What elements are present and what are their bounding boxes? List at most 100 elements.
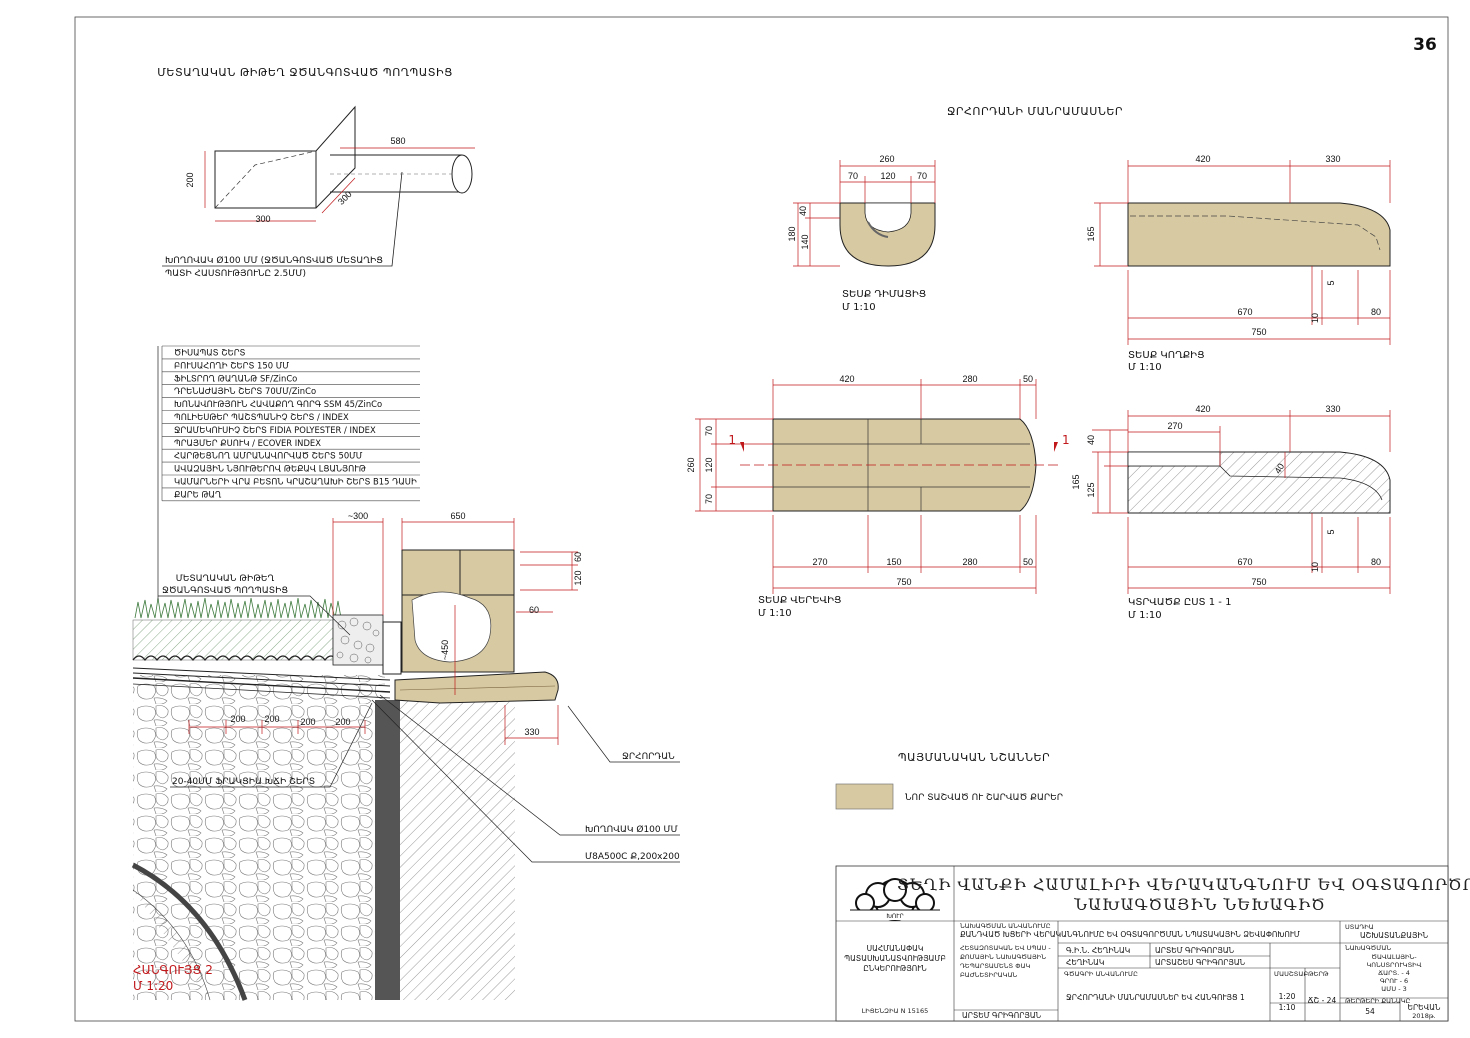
label-beam: Մ8A500C Ք,200x200 bbox=[585, 852, 680, 862]
name2: ԱՐՏԱՇԵՍ ԳՐԻԳՈՐՅԱՆ bbox=[1155, 958, 1246, 967]
layer-item: ՖԻԼՏՐՈՂ ԹԱՂԱՆԹ SF/ZinCo bbox=[174, 373, 297, 383]
sheet-no: ՃՇ - 24 bbox=[1308, 996, 1337, 1005]
cut-mark-left: 1 bbox=[728, 433, 736, 447]
gutter-top-view: 1 1 420 280 50 260 70 120 70 270 150 280… bbox=[686, 374, 1070, 619]
top-scale: Մ 1:10 bbox=[758, 608, 792, 619]
count: 54 bbox=[1365, 1007, 1375, 1016]
section-node-2: ~300 650 120 60 60 ~450 200 200 200 200 … bbox=[131, 346, 680, 1001]
org-line3: ԸՆԿԵՐՈՒԹՅՈՒՆ bbox=[863, 964, 927, 973]
gutter-section-1-1: 420 330 270 40 165 125 40 5 670 10 80 75… bbox=[1071, 404, 1391, 621]
role1: Գ.Ի.Ն. ՀԵՂԻՆԱԿ bbox=[1066, 946, 1130, 955]
cut-dim-a: 420 bbox=[1195, 404, 1210, 414]
org-line2: ՊԱՏԱՍԽԱՆԱՏՎՈՒԹՅԱՄԲ bbox=[844, 954, 946, 963]
top-dim-a: 420 bbox=[839, 374, 854, 384]
label-metal-line1: ՄԵՏԱՂԱԿԱՆ ԹԻԹԵՂ bbox=[176, 574, 275, 584]
page-number: 36 bbox=[1413, 35, 1437, 55]
cut-dim-h165: 165 bbox=[1071, 474, 1081, 489]
cut-dim-10: 10 bbox=[1310, 562, 1320, 572]
top-dim-150: 150 bbox=[886, 557, 901, 567]
layer-legend-table: ԾԻՍԱՊԱՏ ՇԵՐՏ ԲՈՒՍԱՀՈՂԻ ՇԵՐՏ 150 ՄՄ ՖԻԼՏՐՈՂ… bbox=[161, 345, 420, 502]
layer-item: ՔԱՐԵ ԹԱՂ bbox=[174, 489, 222, 499]
stage-block-2: ԿՈՆՍՏՐՈՒԿՏԻՎ bbox=[1366, 961, 1421, 969]
front-dim-b: 120 bbox=[880, 171, 895, 181]
layer-item: ԾԻՍԱՊԱՏ ՇԵՐՏ bbox=[174, 348, 246, 358]
cut-dim-80: 80 bbox=[1371, 557, 1381, 567]
project-line2: ՆԱԽԱԳԾԱՅԻՆ ՆԵԽԱԳԻԾ bbox=[1073, 895, 1325, 914]
client-line1: ՀԵՏԱԶՈՏԱԿԱՆ ԵՎ ՍՊԱՍ - bbox=[960, 944, 1051, 952]
top-dim-c: 50 bbox=[1023, 374, 1033, 384]
top-dim-b: 280 bbox=[962, 374, 977, 384]
layer-item: ԱՎԱԶԱՅԻՆ ՆՅՈՒԹԵՐՈՎ ԹԵՔԱՎ ԼՑԱՆՅՈՒԹ bbox=[174, 464, 366, 474]
layer-item: ԲՈՒՍԱՀՈՂԻ ՇԵՐՏ 150 ՄՄ bbox=[174, 360, 289, 370]
author-bottom: ԱՐՏԵՄ ԳՐԻԳՈՐՅԱՆ bbox=[962, 1011, 1042, 1020]
node-title: ՀԱՆԳՈՒՅՑ 2 bbox=[133, 963, 213, 977]
cut-label: ԿՏՐՎԱԾՔ ԸՍՏ 1 - 1 bbox=[1128, 597, 1231, 608]
sheet-name: ՋՐՀՈՐԴԱՆԻ ՄԱՆՐԱՄԱՍՆԵՐ ԵՎ ՀԱՆԳՈՒՅՑ 1 bbox=[1066, 993, 1245, 1002]
cut-dim-40: 40 bbox=[1273, 462, 1287, 476]
dim-width: 300 bbox=[255, 214, 270, 224]
sheet-no-caption: ԹԵՐԹ bbox=[1308, 970, 1329, 978]
legend-title: ՊԱՅՄԱՆԱԿԱՆ ՆՇԱՆՆԵՐ bbox=[898, 751, 1050, 764]
top-dim-h70b: 70 bbox=[704, 494, 714, 504]
front-dim-w: 260 bbox=[879, 154, 894, 164]
gutter-title: ՋՐՀՈՐԴԱՆԻ ՄԱՆՐԱՄԱՍՆԵՐ bbox=[947, 105, 1123, 118]
drip-pipe-title: ՄԵՏԱՂԱԿԱՆ ԹԻԹԵՂ ՋԾԱՆԳՈՏՎԱԾ ՊՈՂՊԱՏԻՑ bbox=[157, 66, 453, 79]
layer-item: ԽՈՆԱՎՈՒԹՅՈՒՆ ՀԱՎԱՔՈՂ ԳՈՐԳ SSM 45/ZinCo bbox=[174, 399, 382, 409]
sheet-frame bbox=[74, 16, 1449, 1022]
org-line1: ՍԱՀՄԱՆԱՓԱԿ bbox=[867, 944, 924, 953]
top-dim-h70a: 70 bbox=[704, 426, 714, 436]
role2: ՀԵՂԻՆԱԿ bbox=[1066, 958, 1104, 967]
side-dim-80: 80 bbox=[1371, 307, 1381, 317]
front-label: ՏԵՍՔ ԴԻՄԱՑԻՑ bbox=[842, 289, 926, 300]
dim-650: 650 bbox=[450, 511, 465, 521]
layer-item: ՊՐԱՅՄԵՐ ՔՍՈՒԿ / ECOVER INDEX bbox=[174, 438, 321, 448]
dim-330: 330 bbox=[524, 727, 539, 737]
cut-dim-270: 270 bbox=[1167, 421, 1182, 431]
label-gutter: ՋՐՀՈՐԴԱՆ bbox=[622, 752, 675, 762]
label-gravel: 20-40ՄՄ ՖՐԱԿՑԻԱ ԽՃԻ ՇԵՐՏ bbox=[172, 777, 315, 787]
top-dim-270: 270 bbox=[812, 557, 827, 567]
stage-block-3: ՃԱՐՏ. - 4 bbox=[1378, 969, 1410, 977]
name1: ԱՐՏԵՄ ԳՐԻԳՈՐՅԱՆ bbox=[1155, 946, 1235, 955]
city: ԵՐԵՎԱՆ bbox=[1407, 1003, 1441, 1012]
cut-scale: Մ 1:10 bbox=[1128, 610, 1162, 621]
layer-item: ՀԱՐԹԵՑՆՈՂ ԱՄՐԱՆԱՎՈՐՎԱԾ ՇԵՐՏ 50ՄՄ bbox=[174, 451, 363, 461]
sheet-name-caption: ԳԾԱԳՐԻ ԱՆՎԱՆՈՒՄԸ bbox=[1064, 970, 1138, 978]
client-line3: ԴԵՊԱՐՏԱՄԵՆՏ ՓԱԿ bbox=[960, 962, 1030, 970]
label-metal-line2: ՋԾԱՆԳՈՏՎԱԾ ՊՈՂՊԱՏԻՑ bbox=[162, 586, 288, 596]
logo-text: ԽՈՒՐ bbox=[886, 913, 903, 920]
top-dim-h120: 120 bbox=[704, 457, 714, 472]
symbols-legend: ՊԱՅՄԱՆԱԿԱՆ ՆՇԱՆՆԵՐ ՆՈՐ ՏԱՇՎԱԾ ՈՒ ՇԱՐՎԱԾ … bbox=[835, 751, 1063, 810]
side-dim-a: 420 bbox=[1195, 154, 1210, 164]
dim-450: ~450 bbox=[440, 640, 450, 660]
front-dim-c: 70 bbox=[917, 171, 927, 181]
side-dim-750: 750 bbox=[1251, 327, 1266, 337]
dim-200-1: 200 bbox=[230, 714, 245, 724]
pipe-note-line1: ԽՈՂՈՎԱԿ Ø100 ՄՄ (ՋԾԱՆԳՈՏՎԱԾ ՄԵՏԱՂԻՑ bbox=[165, 255, 383, 266]
cut-dim-h40: 40 bbox=[1086, 435, 1096, 445]
scale-caption: ՄԱՍՇՏԱԲ bbox=[1274, 970, 1308, 978]
stage-block-1: ԾԱՎԱԼԱՅԻՆ- bbox=[1371, 953, 1417, 961]
dim-200-4: 200 bbox=[335, 717, 350, 727]
dim-300: ~300 bbox=[348, 511, 368, 521]
company-logo: ԽՈՒՐ bbox=[850, 878, 940, 921]
cut-dim-750: 750 bbox=[1251, 577, 1266, 587]
node-scale: Մ 1:20 bbox=[133, 979, 173, 993]
object-name: ՔԱՆԴՎԱԾ ԽՑԵՐԻ ՎԵՐԱԿԱՆԳՆՈՒՄԸ ԵՎ ՕԳՏԱԳՈՐԾՄ… bbox=[960, 930, 1300, 939]
layer-item: ԴՐԵՆԱԺԱՅԻՆ ՇԵՐՏ 70ՄՄ/ZinCo bbox=[174, 386, 316, 396]
side-scale: Մ 1:10 bbox=[1128, 362, 1162, 373]
dim-60: 60 bbox=[529, 605, 539, 615]
scale-1: 1:20 bbox=[1279, 992, 1296, 1001]
top-dim-50: 50 bbox=[1023, 557, 1033, 567]
stage-block-caption: ՆԱԽԱԳԾՄԱՆ bbox=[1345, 944, 1391, 952]
cut-dim-5: 5 bbox=[1326, 529, 1336, 534]
front-dim-h180: 180 bbox=[787, 226, 797, 241]
dim-pipe-length: 580 bbox=[390, 136, 405, 146]
side-label: ՏԵՍՔ ԿՈՂՔԻՑ bbox=[1128, 350, 1205, 361]
cut-dim-h125: 125 bbox=[1086, 482, 1096, 497]
dim-60-top: 60 bbox=[573, 552, 583, 562]
cut-dim-b: 330 bbox=[1325, 404, 1340, 414]
stage-block-5: ԱՄՍ - 3 bbox=[1381, 985, 1407, 993]
scale-2: 1:10 bbox=[1279, 1003, 1296, 1012]
